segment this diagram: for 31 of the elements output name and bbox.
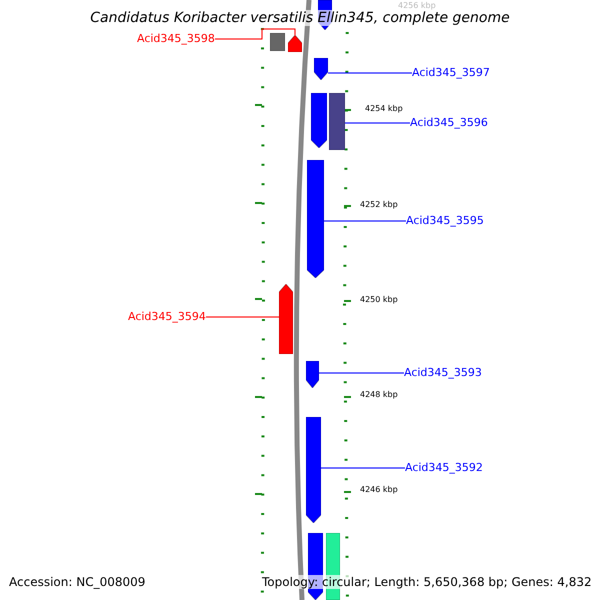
scale-label: 4250 kbp [360, 295, 398, 305]
gene-label: Acid345_3597 [412, 66, 490, 80]
leader-line [318, 372, 404, 374]
gene-bar [311, 93, 327, 148]
leader-line [328, 72, 412, 74]
gene-bar [279, 284, 293, 354]
leader-line [324, 220, 406, 222]
scale-label: 4248 kbp [360, 390, 398, 400]
gene-label: Acid345_3594 [128, 310, 206, 324]
gene-label: Acid345_3595 [406, 214, 484, 228]
gene-bar [288, 35, 302, 52]
gene-label: Acid345_3592 [405, 461, 483, 475]
gene-bar [306, 361, 319, 388]
leader-line [344, 122, 410, 124]
scale-label: 4254 kbp [365, 104, 403, 114]
title: Candidatus Koribacter versatilis Ellin345, complete genome [90, 10, 510, 26]
gene-block [329, 93, 345, 150]
gene-label: Acid345_3593 [404, 366, 482, 380]
genome-info-text: Topology: circular; Length: 5,650,368 bp; Genes: 4,832 [262, 575, 592, 589]
scale-label: 4256 kbp [398, 1, 436, 11]
accession-text: Accession: NC_008009 [9, 575, 146, 589]
gene-label: Acid345_3596 [410, 116, 488, 130]
gene-bar [306, 417, 321, 523]
scale-label: 4246 kbp [360, 485, 398, 495]
gene-block [270, 33, 285, 51]
gene-label: Acid345_3598 [137, 32, 215, 46]
scale-label: 4252 kbp [360, 200, 398, 210]
leader-line [214, 28, 296, 40]
leader-line [205, 316, 280, 318]
gene-bar [307, 160, 324, 278]
gene-bar [314, 58, 328, 80]
